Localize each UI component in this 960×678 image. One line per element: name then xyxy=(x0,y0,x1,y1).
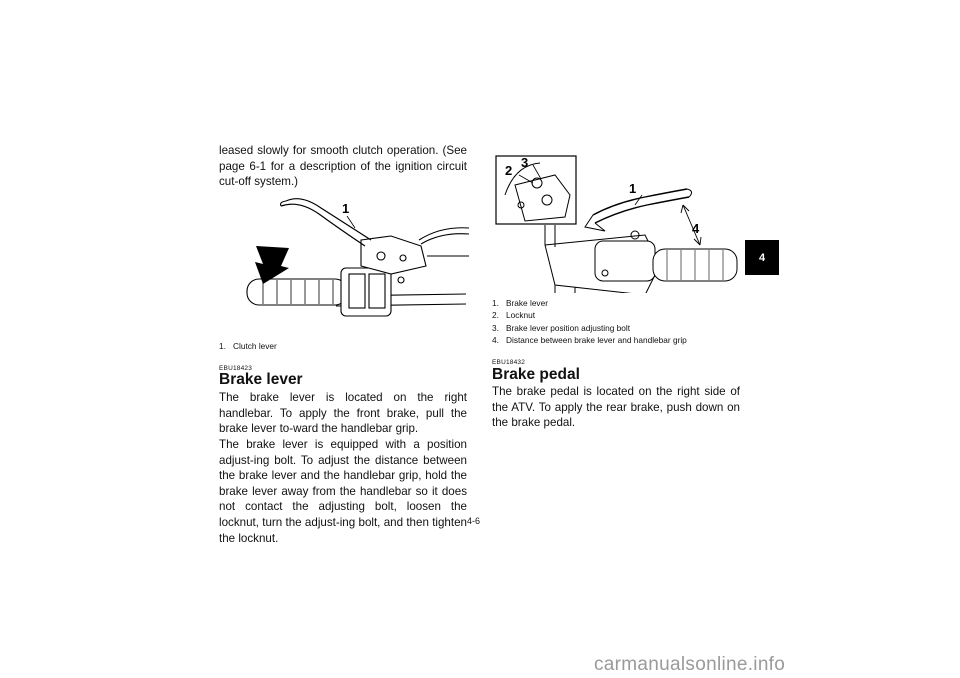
clutch-lever-illustration: 1 xyxy=(246,198,470,317)
caption-item: 4.Distance between brake lever and handl… xyxy=(492,335,687,346)
section-title: Brake lever xyxy=(219,371,303,388)
figure2-caption: 1.Brake lever 2.Locknut 3.Brake lever po… xyxy=(492,297,740,347)
caption-item: 1.Brake lever xyxy=(492,298,548,308)
section-code: EBU18423 xyxy=(219,365,253,372)
figure2-callout-2: 2 xyxy=(505,163,512,178)
figure2-callout-3: 3 xyxy=(521,155,528,170)
caption-item: 2.Locknut xyxy=(492,310,536,321)
section-code: EBU18432 xyxy=(492,359,526,366)
figure2-callout-1: 1 xyxy=(629,181,636,196)
figure1-callout: 1 xyxy=(342,201,349,216)
chapter-tab: 4 xyxy=(745,240,779,275)
intro-paragraph: leased slowly for smooth clutch operatio… xyxy=(219,144,467,189)
body-paragraph: The brake lever is equipped with a posit… xyxy=(219,438,467,545)
body-paragraph: The brake lever is located on the right … xyxy=(219,391,467,436)
page-number: 4-6 xyxy=(467,516,481,526)
body-paragraph: The brake pedal is located on the right … xyxy=(492,385,740,430)
watermark: carmanualsonline.info xyxy=(594,654,786,675)
figure2-callout-4: 4 xyxy=(692,221,700,236)
caption-item: 3.Brake lever position adjusting bolt xyxy=(492,322,631,333)
section-title: Brake pedal xyxy=(492,366,580,383)
brake-lever-illustration: 2 3 1 4 xyxy=(495,155,738,293)
figure1-caption: 1.Clutch lever xyxy=(219,340,467,352)
caption-item: 1.Clutch lever xyxy=(219,341,277,351)
